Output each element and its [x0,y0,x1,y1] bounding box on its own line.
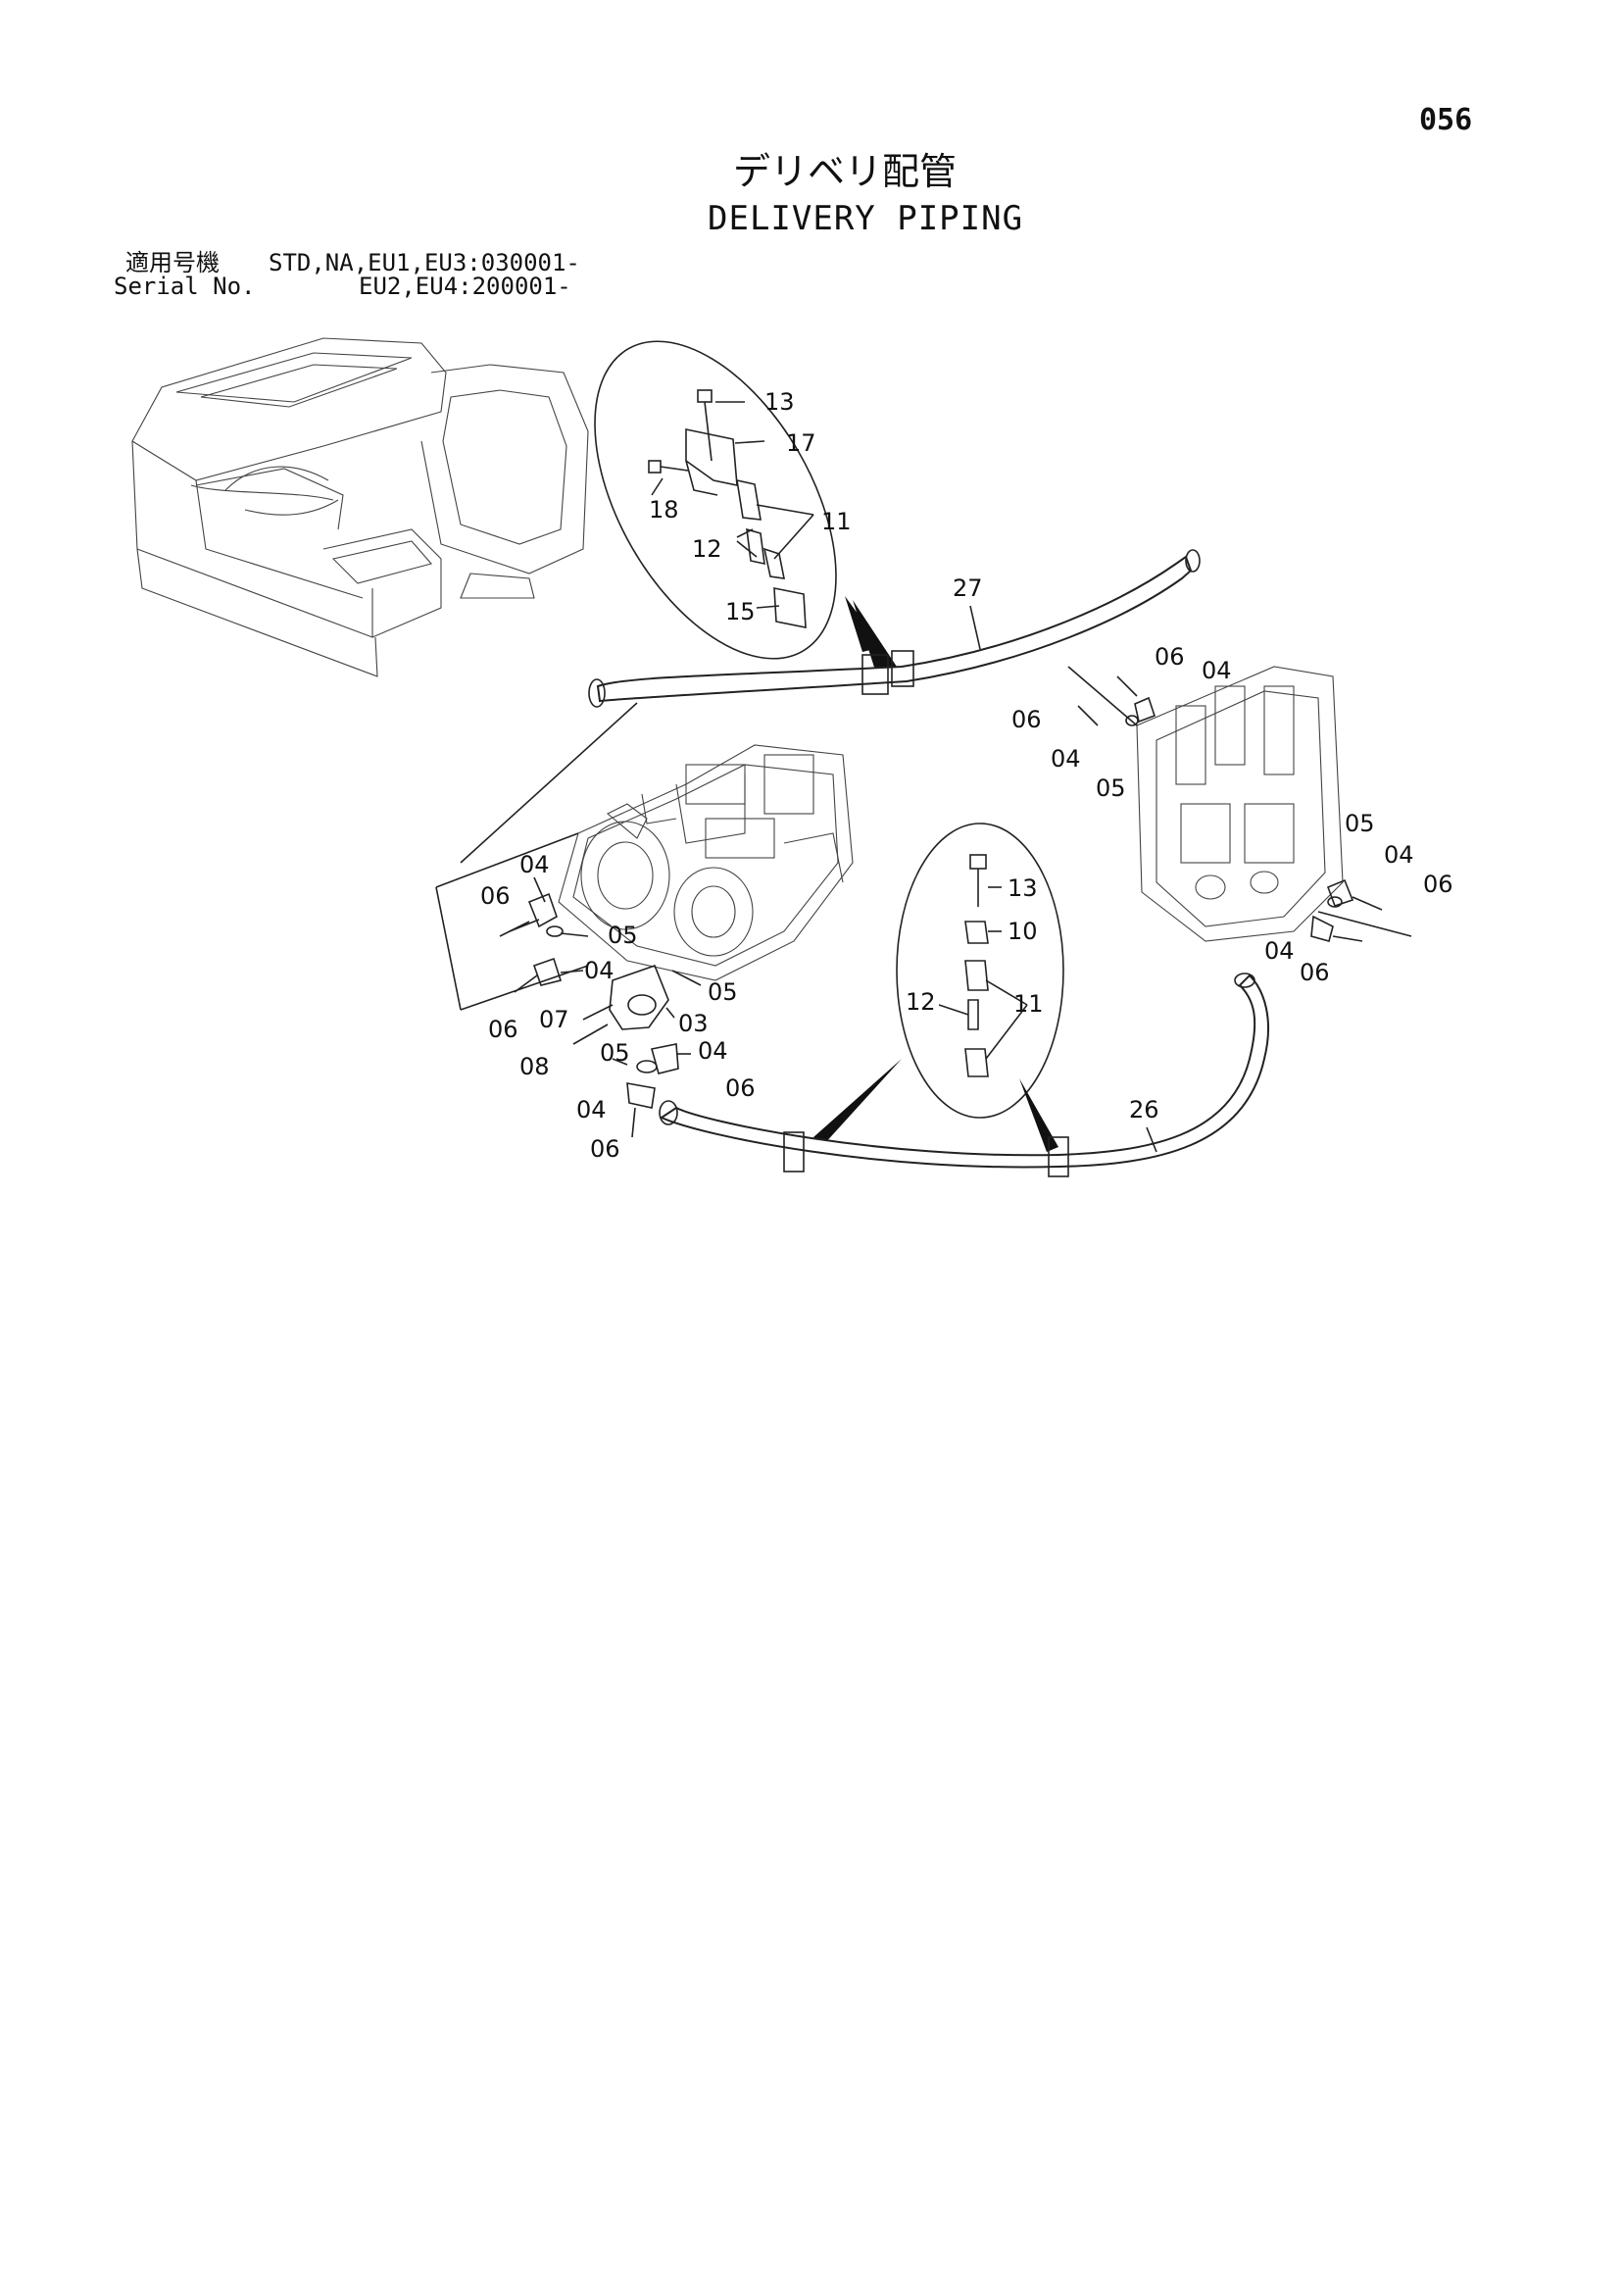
callout-04-pump-b: 04 [584,957,615,984]
callout-06-pump-c: 06 [725,1074,756,1102]
serial-label: Serial No. [114,273,256,300]
callout-06-cv-top: 06 [1155,643,1185,671]
callout-labels: 13 17 18 11 12 15 27 06 04 06 04 05 05 0… [480,388,1453,1163]
callout-04-cv-right: 04 [1384,841,1414,869]
callout-13-upper: 13 [764,388,795,416]
callout-06-cv-left: 06 [1011,706,1042,733]
callout-18: 18 [649,496,679,524]
callout-04-cv-top: 04 [1202,657,1232,684]
callout-05-pump-c: 05 [600,1039,630,1067]
callout-06-pump-d: 06 [590,1135,620,1163]
callout-05-cv-right: 05 [1345,810,1375,837]
serial-label-japanese: 適用号機 [125,249,220,276]
callout-05-cv-left: 05 [1096,774,1126,802]
callout-03: 03 [678,1010,709,1037]
callout-12-lower: 12 [906,988,936,1016]
callout-06-cv-bottom: 06 [1300,959,1330,986]
callout-17: 17 [786,429,816,457]
callout-11-upper: 11 [821,508,852,535]
serial-range-2: EU2,EU4:200001- [359,273,571,300]
callout-12-upper: 12 [692,535,722,563]
callout-04-cv-bottom: 04 [1264,937,1295,965]
callout-04-cv-left: 04 [1051,745,1081,773]
callout-11-lower: 11 [1013,990,1044,1018]
callout-04-pump-d: 04 [576,1096,607,1123]
callout-26: 26 [1129,1096,1159,1123]
hydraulic-pump [435,744,854,1011]
callout-08: 08 [519,1053,550,1080]
detail-bubble-upper-clamp [594,340,897,676]
detail-bubble-lower-clamp [813,823,1064,1152]
callout-06-pump-a: 06 [480,882,511,910]
callout-07: 07 [539,1006,569,1033]
excavator-overview [131,337,589,677]
callout-06-cv-right: 06 [1423,871,1453,898]
callout-04-pump-c: 04 [698,1037,728,1065]
callout-04-pump-a: 04 [519,851,550,878]
control-valve [1067,666,1412,942]
pump-flange-parts [499,876,702,1138]
delivery-hose-26 [659,973,1270,1177]
callout-13-lower: 13 [1008,874,1038,902]
serial-range-1: STD,NA,EU1,EU3:030001- [269,249,580,276]
page-title-japanese: デリベリ配管 [733,150,958,193]
page-number: 056 [1419,103,1473,137]
callout-27: 27 [953,574,983,602]
callout-05-pump-a: 05 [608,922,638,949]
callout-05-pump-b: 05 [708,978,738,1006]
callout-10: 10 [1008,918,1038,945]
delivery-hose-27 [460,549,1201,864]
page-title: DELIVERY PIPING [708,199,1024,238]
callout-06-pump-b: 06 [488,1016,518,1043]
callout-15: 15 [725,598,756,625]
